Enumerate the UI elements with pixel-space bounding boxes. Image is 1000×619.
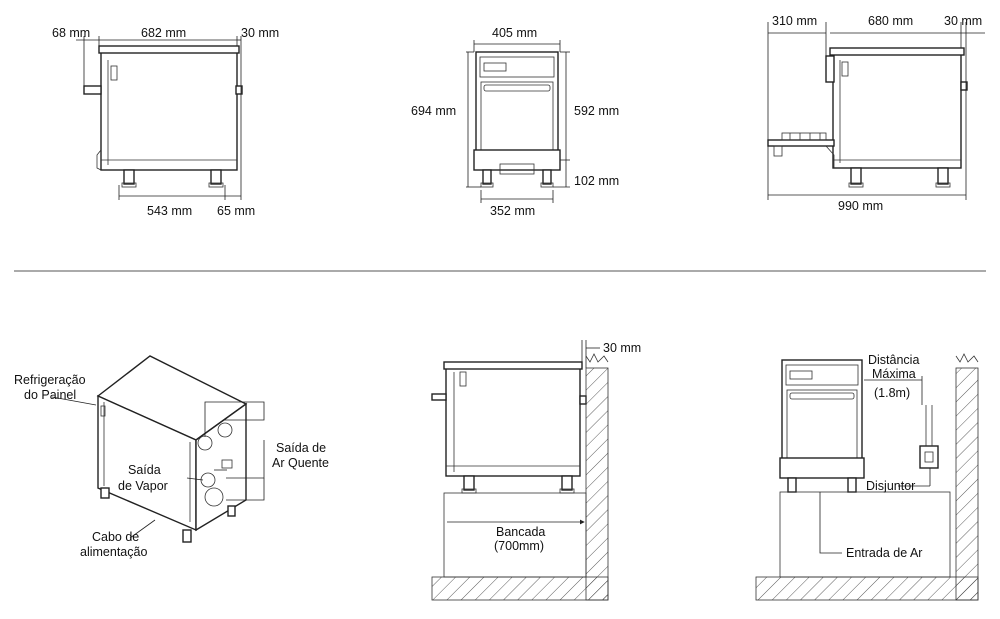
label-bench-2: (700mm) — [494, 539, 544, 553]
dim-body-height: 592 mm — [574, 104, 619, 118]
label-power-cable-1: Cabo de — [92, 530, 139, 544]
label-max-distance-1: Distância — [868, 353, 919, 367]
dim-back-clearance: 68 mm — [52, 26, 90, 40]
front-view — [466, 40, 570, 203]
label-panel-cooling-2: do Painel — [24, 388, 76, 402]
label-hot-air-2: Ar Quente — [272, 456, 329, 470]
label-steam-2: de Vapor — [118, 479, 168, 493]
dim-width: 405 mm — [492, 26, 537, 40]
dim-total-height: 694 mm — [411, 104, 456, 118]
label-bench-1: Bancada — [496, 525, 545, 539]
dim-front-clearance-rack: 30 mm — [944, 14, 982, 28]
label-max-distance-3: (1.8m) — [874, 386, 910, 400]
bench-clearance-view — [431, 340, 609, 601]
dim-feet-spacing: 543 mm — [147, 204, 192, 218]
label-steam-1: Saída — [128, 463, 161, 477]
label-power-cable-2: alimentação — [80, 545, 147, 559]
dim-rear-offset: 65 mm — [217, 204, 255, 218]
label-breaker: Disjuntor — [866, 479, 915, 493]
dim-feet-width: 352 mm — [490, 204, 535, 218]
side-view-rack — [767, 22, 985, 200]
label-clearance-30mm: 30 mm — [603, 341, 641, 355]
side-view-left — [76, 36, 243, 200]
dim-front-clearance: 30 mm — [241, 26, 279, 40]
dim-depth-rack: 680 mm — [868, 14, 913, 28]
label-hot-air-1: Saída de — [276, 441, 326, 455]
dim-depth: 682 mm — [141, 26, 186, 40]
rear-isometric-view — [51, 355, 265, 543]
dim-total-depth: 990 mm — [838, 199, 883, 213]
label-max-distance-2: Máxima — [872, 367, 916, 381]
dim-rack-extension: 310 mm — [772, 14, 817, 28]
label-air-inlet: Entrada de Ar — [846, 546, 922, 560]
label-panel-cooling-1: Refrigeração — [14, 373, 86, 387]
dim-leg-height: 102 mm — [574, 174, 619, 188]
electrical-view — [755, 353, 979, 601]
